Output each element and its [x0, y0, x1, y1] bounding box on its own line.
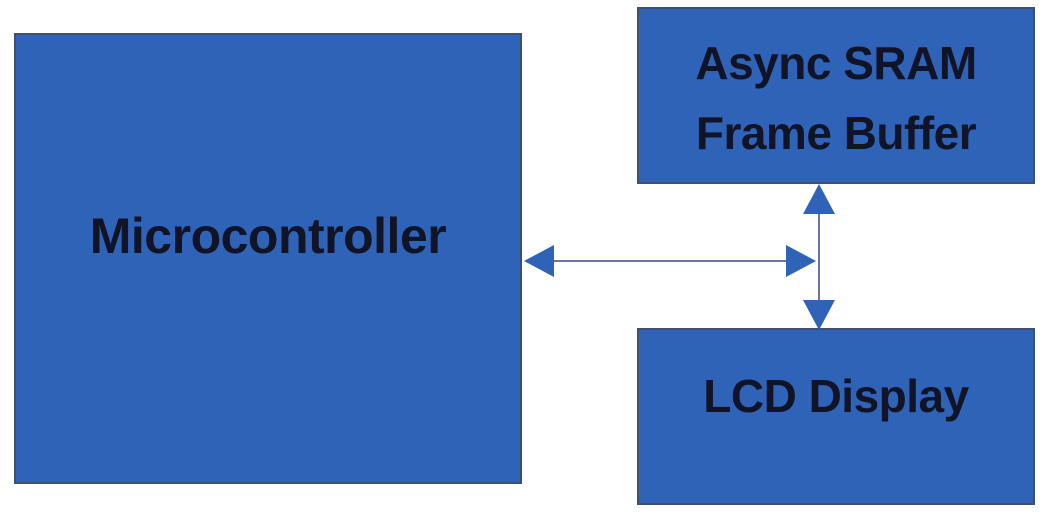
node-microcontroller-label: Microcontroller	[89, 207, 447, 264]
arrowhead-up-icon	[803, 184, 835, 214]
arrowhead-right-icon	[786, 245, 816, 277]
arrowhead-left-icon	[524, 245, 554, 277]
node-lcd-label: LCD Display	[703, 369, 969, 422]
arrowhead-down-icon	[803, 300, 835, 330]
node-lcd-display: LCD Display	[637, 328, 1035, 505]
node-sram-label: Async SRAM Frame Buffer	[695, 36, 977, 159]
node-async-sram-frame-buffer: Async SRAM Frame Buffer	[637, 7, 1035, 184]
node-microcontroller: Microcontroller	[14, 33, 522, 484]
